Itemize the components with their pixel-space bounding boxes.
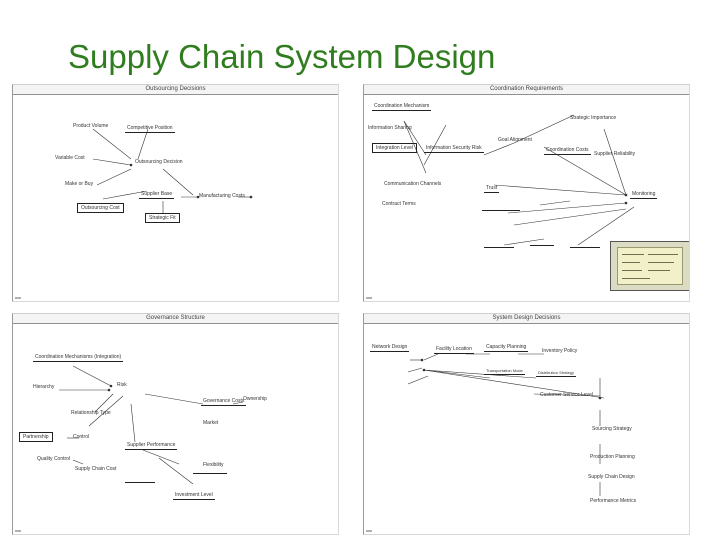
scroll-indicator xyxy=(366,530,372,532)
node-label-b xyxy=(484,237,514,248)
outsourcing-decisions-diagram: Outsourcing Decisions Product Volume Com… xyxy=(12,84,339,302)
node-capacity-planning: Capacity Planning xyxy=(484,344,528,352)
node-governance-costs: Governance Costs xyxy=(201,398,246,406)
diagram-arrows xyxy=(13,85,339,302)
node-trust: Trust xyxy=(484,185,499,193)
node-outsourcing-decision: Outsourcing Decision xyxy=(135,159,183,165)
node-communication-channels: Communication Channels xyxy=(384,181,441,187)
node-supplier-reliability: Supplier Reliability xyxy=(594,151,635,157)
node-investment-level: Investment Level xyxy=(173,492,215,500)
node-hierarchy: Hierarchy xyxy=(33,384,54,390)
coordination-requirements-diagram: Coordination Requirements Coordination M… xyxy=(363,84,690,302)
node-label-d xyxy=(570,237,600,248)
node-label-e xyxy=(193,464,227,474)
node-coordination-mechanism: Coordination Mechanism xyxy=(372,103,431,111)
node-control: Control xyxy=(73,434,89,440)
node-security-risk: Information Security Risk xyxy=(424,145,484,153)
node-label-c xyxy=(530,235,554,246)
node-quality-control: Quality Control xyxy=(37,456,70,462)
node-relationship-type: Relationship Type xyxy=(71,410,111,416)
node-strategic-importance: Strategic Importance xyxy=(570,115,616,121)
node-product-volume: Product Volume xyxy=(73,123,108,129)
scroll-indicator xyxy=(15,297,21,299)
node-inventory-policy: Inventory Policy xyxy=(542,348,577,354)
node-coordination-mechanisms: Coordination Mechanisms (Integration) xyxy=(33,354,123,362)
node-strategic-fit: Strategic Fit xyxy=(145,213,180,223)
embedded-screenshot-thumbnail xyxy=(610,241,690,291)
diagram-arrows xyxy=(13,314,339,535)
node-supply-chain-cost: Supply Chain Cost xyxy=(75,466,116,472)
node-distribution-strategy: Distribution Strategy xyxy=(536,370,576,377)
node-variable-cost: Variable Cost xyxy=(55,155,85,161)
node-supplier-performance: Supplier Performance xyxy=(125,442,177,450)
node-coordination-costs: Coordination Costs xyxy=(544,147,591,155)
slide-title: Supply Chain System Design xyxy=(68,38,495,76)
node-market: Market xyxy=(203,420,218,426)
node-production-planning: Production Planning xyxy=(590,454,635,460)
node-supplier-base: Supplier Base xyxy=(139,191,174,199)
node-label-a xyxy=(482,209,520,211)
node-network-design: Network Design xyxy=(370,344,409,352)
node-goal-alignment: Goal Alignment xyxy=(498,137,532,143)
node-performance-metrics: Performance Metrics xyxy=(590,498,636,504)
governance-structure-diagram: Governance Structure Coordination Mechan… xyxy=(12,313,339,535)
node-risk: Risk xyxy=(117,382,127,388)
scroll-indicator xyxy=(366,297,372,299)
node-contract-terms: Contract Terms xyxy=(382,201,416,207)
node-competitive-position: Competitive Position xyxy=(125,125,175,133)
node-facility-location: Facility Location xyxy=(434,346,474,354)
node-information-sharing: Information Sharing xyxy=(368,125,412,131)
system-design-decisions-diagram: System Design Decisions Network Design F… xyxy=(363,313,690,535)
node-ownership: Ownership xyxy=(243,396,267,402)
node-integration-level: Integration Level xyxy=(372,143,417,153)
node-label-f xyxy=(125,472,155,483)
node-transportation-mode: Transportation Mode xyxy=(484,368,525,375)
node-outsourcing-cost: Outsourcing Cost xyxy=(77,203,124,213)
scroll-indicator xyxy=(15,530,21,532)
node-sourcing-strategy: Sourcing Strategy xyxy=(592,426,632,432)
node-supply-chain-design: Supply Chain Design xyxy=(588,474,635,480)
node-partnership: Partnership xyxy=(19,432,53,442)
node-manufacturing-costs: Manufacturing Costs xyxy=(199,193,245,199)
node-customer-service-level: Customer Service Level xyxy=(540,392,593,398)
node-monitoring: Monitoring xyxy=(630,191,657,199)
node-make-or-buy: Make or Buy xyxy=(65,181,93,187)
